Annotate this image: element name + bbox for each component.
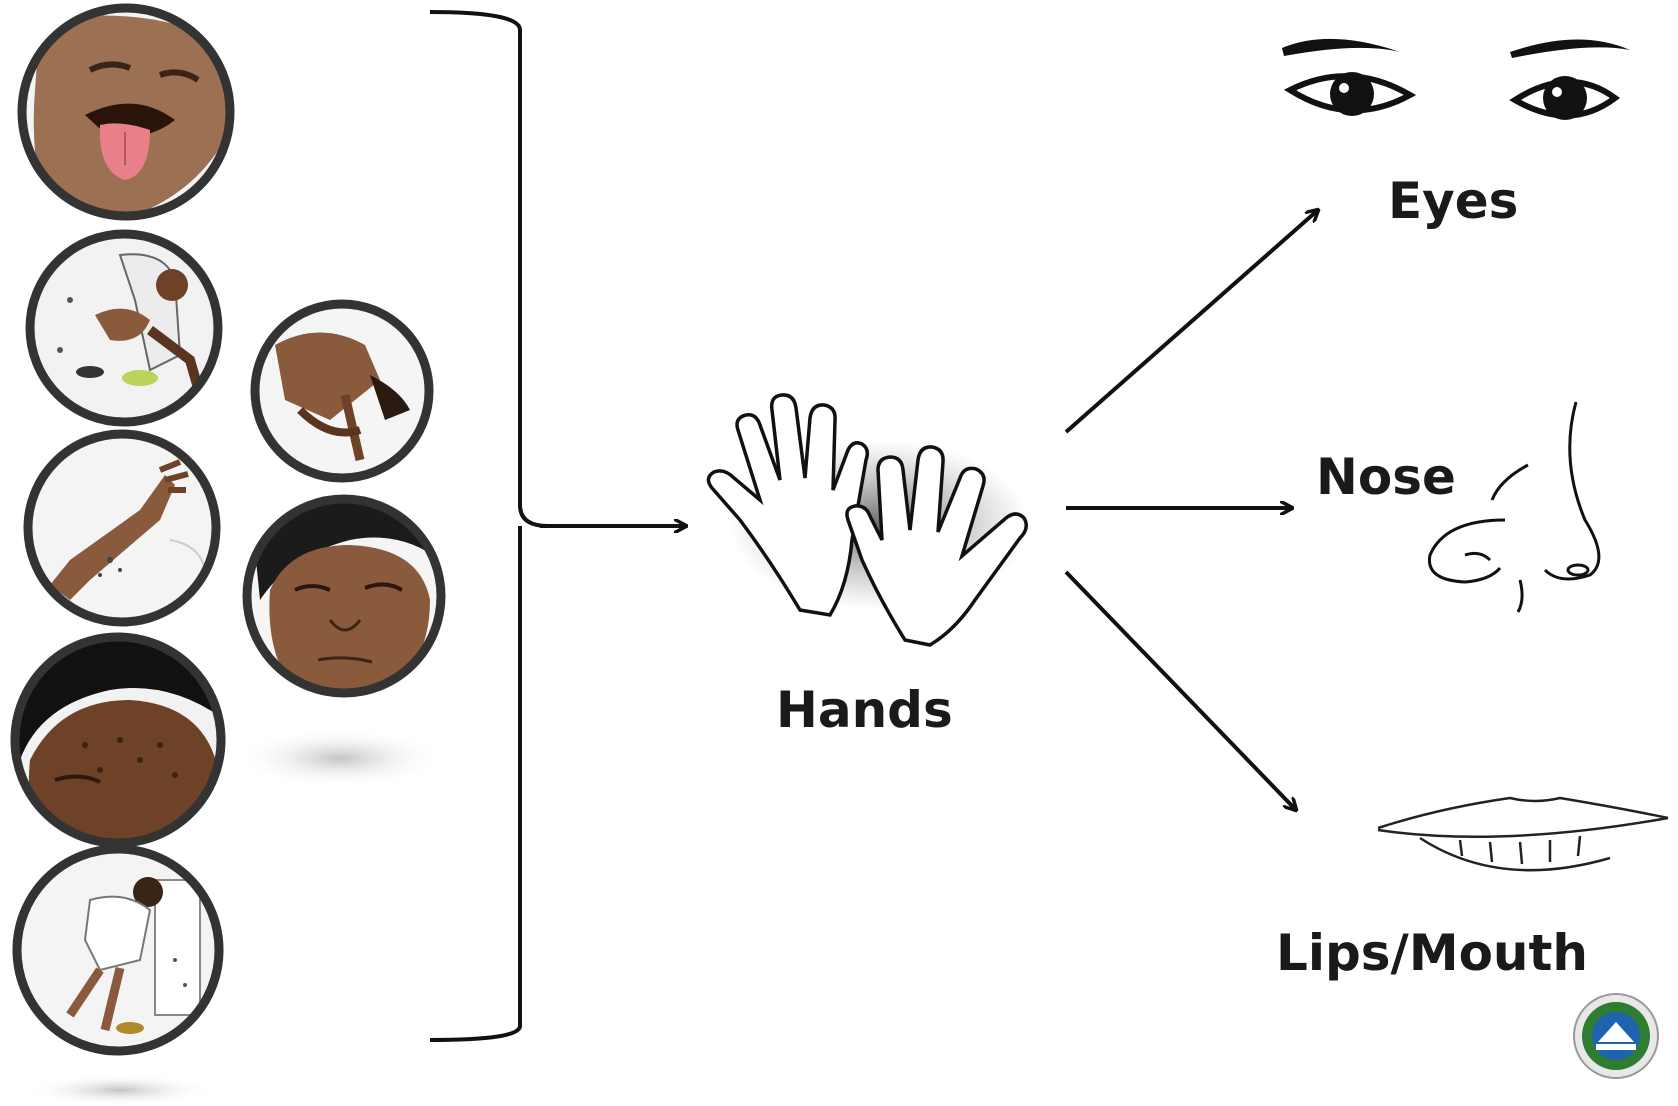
arrow-to-lips bbox=[1066, 572, 1296, 810]
symptom-collapsed-person-icon bbox=[250, 300, 440, 485]
government-seal-icon bbox=[1574, 994, 1658, 1078]
symptom-rash-face-icon bbox=[12, 635, 227, 850]
symptom-vomiting-icon bbox=[25, 230, 225, 430]
shadow bbox=[235, 728, 445, 788]
lips-icon bbox=[1378, 798, 1668, 870]
shadow bbox=[25, 1074, 215, 1106]
symptom-weak-face-icon bbox=[245, 498, 445, 698]
eyes-icon bbox=[1282, 39, 1630, 120]
symptom-bleeding-arm-icon bbox=[25, 430, 225, 630]
lips-mouth-label: Lips/Mouth bbox=[1276, 928, 1588, 978]
arrow-to-eyes bbox=[1066, 210, 1318, 432]
symptom-tongue-icon bbox=[20, 8, 232, 218]
hands-icon bbox=[708, 395, 1030, 645]
eyes-label: Eyes bbox=[1388, 176, 1518, 226]
symptom-diarrhea-icon bbox=[15, 848, 225, 1058]
nose-label: Nose bbox=[1316, 452, 1456, 502]
nose-icon bbox=[1429, 402, 1598, 612]
hands-label: Hands bbox=[776, 685, 953, 735]
